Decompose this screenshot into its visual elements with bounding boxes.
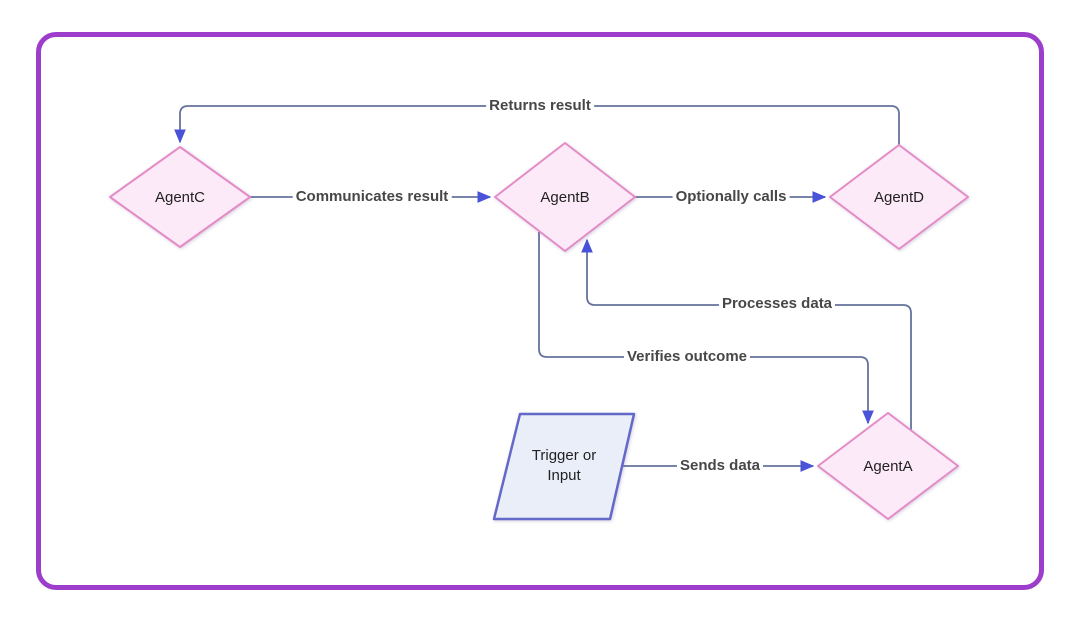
node-agentd-diamond <box>829 144 969 250</box>
edge-label-returns-result: Returns result <box>486 97 594 115</box>
edge-label-optionally-calls: Optionally calls <box>672 188 790 206</box>
edge-label-processes-data: Processes data <box>718 295 836 313</box>
edge-verifies-outcome <box>538 232 874 425</box>
node-trigger-label-line1: Trigger or <box>532 447 596 464</box>
node-trigger-label-line2: Input <box>547 467 581 484</box>
edge-label-sends-data: Sends data <box>676 457 764 475</box>
node-trigger-parallelogram <box>492 412 636 521</box>
edge-label-verifies-outcome: Verifies outcome <box>623 348 751 366</box>
edge-label-communicates-result: Communicates result <box>292 188 452 206</box>
node-agentc-label: AgentC <box>155 189 205 206</box>
node-agenta-diamond <box>817 412 959 520</box>
node-agentc-diamond <box>109 146 251 248</box>
node-agentd-label: AgentD <box>874 189 924 206</box>
edge-processes-data <box>581 238 912 430</box>
node-agentb-label: AgentB <box>540 189 589 206</box>
node-agentb-diamond <box>494 142 636 252</box>
node-agenta-label: AgentA <box>863 458 912 475</box>
